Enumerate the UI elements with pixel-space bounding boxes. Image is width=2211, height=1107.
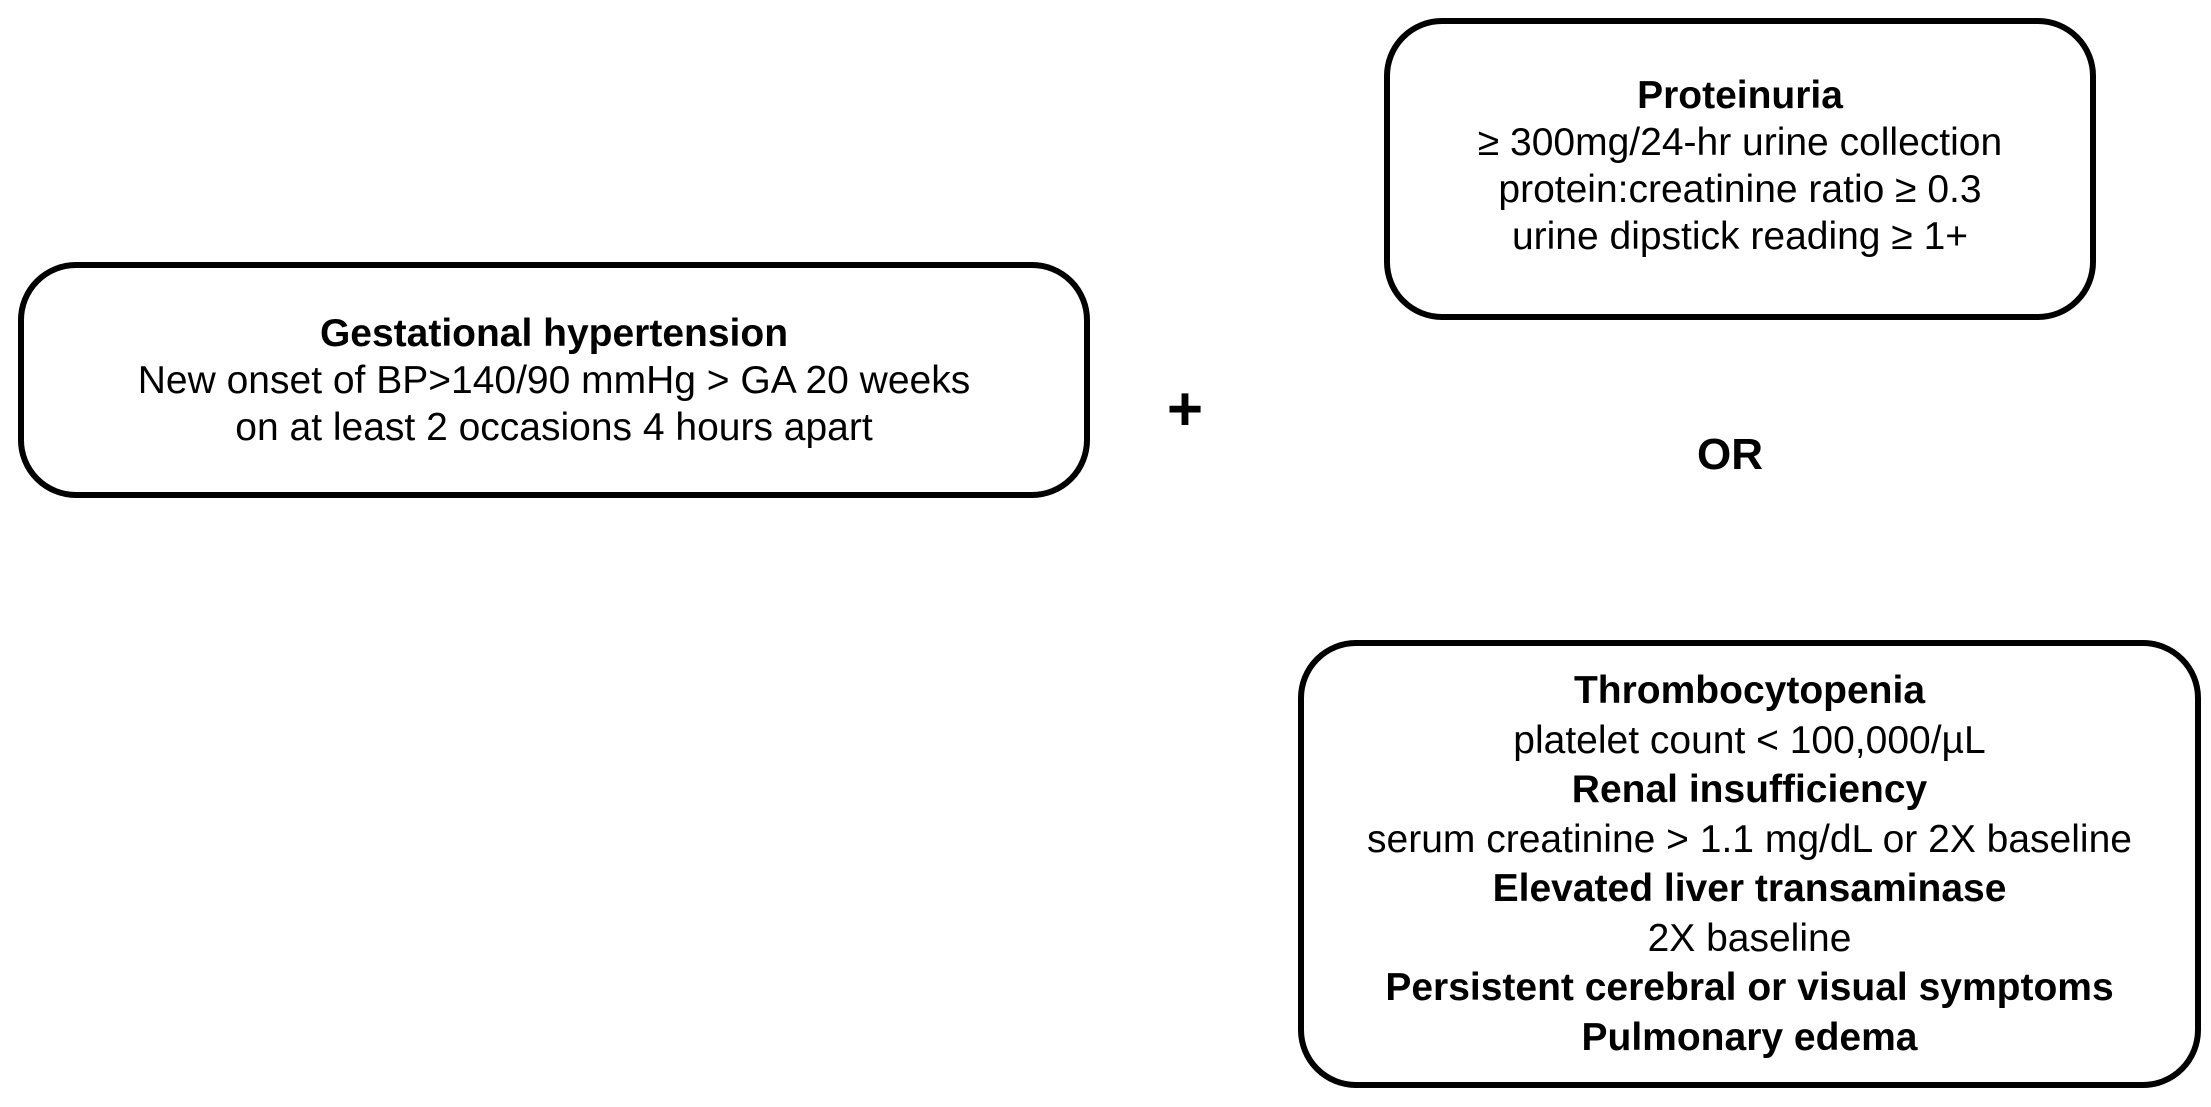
plus-operator: + (1166, 375, 1204, 444)
cerebral-visual-symptoms-title: Persistent cerebral or visual symptoms (1385, 966, 2114, 1009)
elevated-liver-transaminase-title: Elevated liver transaminase (1492, 867, 2007, 910)
pulmonary-edema-title: Pulmonary edema (1581, 1015, 1918, 1059)
severe-features-box: Thrombocytopenia platelet count < 100,00… (1298, 640, 2201, 1088)
proteinuria-ratio-criterion: protein:creatinine ratio ≥ 0.3 (1498, 168, 1982, 211)
thrombocytopenia-title: Thrombocytopenia (1573, 669, 1926, 712)
renal-insufficiency-title: Renal insufficiency (1571, 768, 1928, 811)
or-connector: OR (1697, 430, 1763, 479)
gestational-hypertension-criteria: New onset of BP>140/90 mmHg > GA 20 week… (137, 358, 971, 402)
elevated-liver-transaminase-detail: 2X baseline (1647, 916, 1852, 960)
gestational-hypertension-title: Gestational hypertension (319, 311, 789, 355)
renal-insufficiency-detail: serum creatinine > 1.1 mg/dL or 2X basel… (1367, 817, 2132, 861)
proteinuria-box: Proteinuria ≥ 300mg/24-hr urine collecti… (1384, 18, 2096, 320)
proteinuria-24hr-criterion: ≥ 300mg/24-hr urine collection (1477, 121, 2003, 164)
proteinuria-dipstick-criterion: urine dipstick reading ≥ 1+ (1511, 215, 1969, 258)
gestational-hypertension-occasions: on at least 2 occasions 4 hours apart (235, 405, 873, 449)
gestational-hypertension-box: Gestational hypertension New onset of BP… (18, 262, 1090, 498)
thrombocytopenia-detail: platelet count < 100,000/µL (1513, 718, 1986, 762)
proteinuria-title: Proteinuria (1637, 74, 1843, 117)
